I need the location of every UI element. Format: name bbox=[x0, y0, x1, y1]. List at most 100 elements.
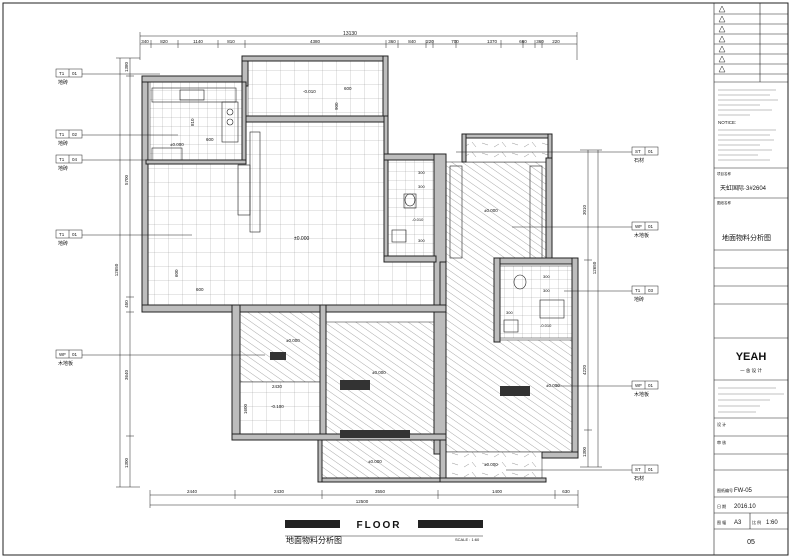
svg-text:01: 01 bbox=[72, 71, 78, 76]
top-dim: 360 bbox=[536, 39, 544, 44]
top-dim: 1140 bbox=[193, 39, 203, 44]
page-number: 05 bbox=[747, 539, 755, 546]
top-dim: 820 bbox=[160, 39, 168, 44]
room-annotations: ±0.000 600 810 -0.010 600 900 ±0.000 600… bbox=[170, 86, 560, 467]
left-dim: 1300 bbox=[124, 457, 129, 468]
right-dim: 3010 bbox=[582, 204, 587, 215]
size: A3 bbox=[734, 520, 742, 526]
balcony2-level: ±0.000 bbox=[484, 462, 498, 467]
top-dim: 810 bbox=[227, 39, 235, 44]
left-dim: 1380 bbox=[124, 61, 129, 72]
bath1-level: -0.010 bbox=[412, 217, 424, 222]
right-dim: 4220 bbox=[582, 364, 587, 375]
svg-text:01: 01 bbox=[72, 352, 78, 357]
scale: 1:60 bbox=[766, 520, 778, 526]
bath2-dim-a: 300 bbox=[543, 274, 550, 279]
bay-level: ±0.000 bbox=[546, 383, 560, 388]
floor-areas bbox=[145, 59, 575, 481]
svg-text:01: 01 bbox=[648, 149, 654, 154]
svg-text:WF: WF bbox=[635, 224, 642, 229]
svg-text:ST: ST bbox=[635, 149, 641, 154]
bed1-step: -0.100 bbox=[271, 404, 284, 409]
material-tag: T1 01 地砖 bbox=[55, 68, 83, 86]
date-label: 日 期 bbox=[717, 503, 726, 509]
kitchen-height: 810 bbox=[190, 118, 195, 126]
check-label: 审 核 bbox=[717, 439, 726, 445]
top-dim: 1370 bbox=[487, 39, 498, 44]
svg-text:T1: T1 bbox=[59, 132, 65, 137]
master-level: ±0.000 bbox=[484, 208, 498, 213]
svg-text:木地板: 木地板 bbox=[58, 360, 73, 367]
balcony-floor bbox=[247, 59, 384, 117]
drawing-title: FLOOR 地面物料分析图 SCALE : 1:60 bbox=[285, 519, 483, 545]
material-tag: WF 01 木地板 bbox=[55, 349, 83, 367]
balcony-height: 900 bbox=[334, 102, 339, 110]
svg-text:WF: WF bbox=[59, 352, 66, 357]
svg-text:WF: WF bbox=[635, 383, 642, 388]
floor-title: FLOOR bbox=[357, 520, 402, 531]
company-logo: YEAH bbox=[736, 351, 767, 363]
svg-text:地砖: 地砖 bbox=[58, 140, 68, 147]
bottom-dimensions: 2440 2430 3550 1400 630 12500 bbox=[149, 489, 579, 508]
top-overall-dim: 13130 bbox=[343, 31, 357, 37]
svg-text:01: 01 bbox=[648, 224, 654, 229]
bedroom2-floor bbox=[325, 321, 439, 435]
top-dimensions: 13130 340 820 1140 810 4380 360 840 220 … bbox=[139, 31, 578, 60]
top-dim: 220 bbox=[552, 39, 560, 44]
top-dim: 360 bbox=[388, 39, 396, 44]
svg-text:T1: T1 bbox=[59, 232, 65, 237]
bath1-dim-b: 300 bbox=[418, 184, 425, 189]
balcony-width: 600 bbox=[344, 86, 352, 91]
svg-text:木地板: 木地板 bbox=[634, 232, 649, 239]
bed3-level: ±0.000 bbox=[368, 459, 382, 464]
living-level: ±0.000 bbox=[294, 236, 309, 242]
bath2-dim-c: 300 bbox=[506, 310, 513, 315]
right-dim: 1300 bbox=[582, 446, 587, 457]
living-dim-a: 600 bbox=[174, 269, 179, 277]
scale-label: 比 例 bbox=[752, 519, 761, 525]
bath2-dim-b: 300 bbox=[543, 288, 550, 293]
bottom-title-cn: 地面物料分析图 bbox=[286, 535, 342, 545]
svg-text:石材: 石材 bbox=[634, 475, 644, 482]
sheet-no-label: 图纸编号 bbox=[717, 487, 733, 493]
notes-title: NOTICE: bbox=[718, 120, 736, 125]
top-dim: 700 bbox=[451, 39, 459, 44]
right-dimensions: 3010 4220 1300 12650 bbox=[580, 149, 602, 468]
svg-text:地砖: 地砖 bbox=[58, 79, 68, 86]
fixtures bbox=[151, 87, 565, 438]
svg-text:石材: 石材 bbox=[634, 157, 644, 164]
size-label: 图 幅 bbox=[717, 519, 726, 525]
bath1-dim-a: 300 bbox=[418, 170, 425, 175]
title-block: NOTICE: 项目名称 天虹国际·3#2604 图纸名称 地面物料分析图 YE… bbox=[713, 2, 789, 556]
leader-lines bbox=[82, 73, 632, 471]
project-name: 天虹国际·3#2604 bbox=[720, 184, 767, 192]
svg-text:01: 01 bbox=[648, 383, 654, 388]
svg-text:地砖: 地砖 bbox=[58, 165, 68, 172]
svg-text:地砖: 地砖 bbox=[58, 240, 68, 247]
svg-text:01: 01 bbox=[72, 232, 78, 237]
svg-text:01: 01 bbox=[648, 467, 654, 472]
bed1-level: ±0.000 bbox=[286, 338, 300, 343]
project-label: 项目名称 bbox=[717, 171, 731, 176]
bottom-dim: 1400 bbox=[492, 489, 503, 494]
svg-text:04: 04 bbox=[72, 157, 78, 162]
bed1-height: 1600 bbox=[243, 403, 248, 414]
stone-balcony-top bbox=[465, 137, 549, 163]
right-overall-dim: 12650 bbox=[592, 261, 597, 274]
left-dim: 3640 bbox=[124, 369, 129, 380]
svg-text:03: 03 bbox=[648, 288, 654, 293]
svg-text:T1: T1 bbox=[59, 71, 65, 76]
kitchen-width: 600 bbox=[206, 137, 214, 142]
bottom-scale: SCALE : 1:60 bbox=[455, 537, 480, 542]
bottom-dim: 2430 bbox=[274, 489, 285, 494]
stone-balcony-bottom bbox=[445, 451, 543, 479]
sheet-no: FW-05 bbox=[734, 488, 753, 494]
material-tag: ST 01 石材 bbox=[631, 146, 659, 164]
